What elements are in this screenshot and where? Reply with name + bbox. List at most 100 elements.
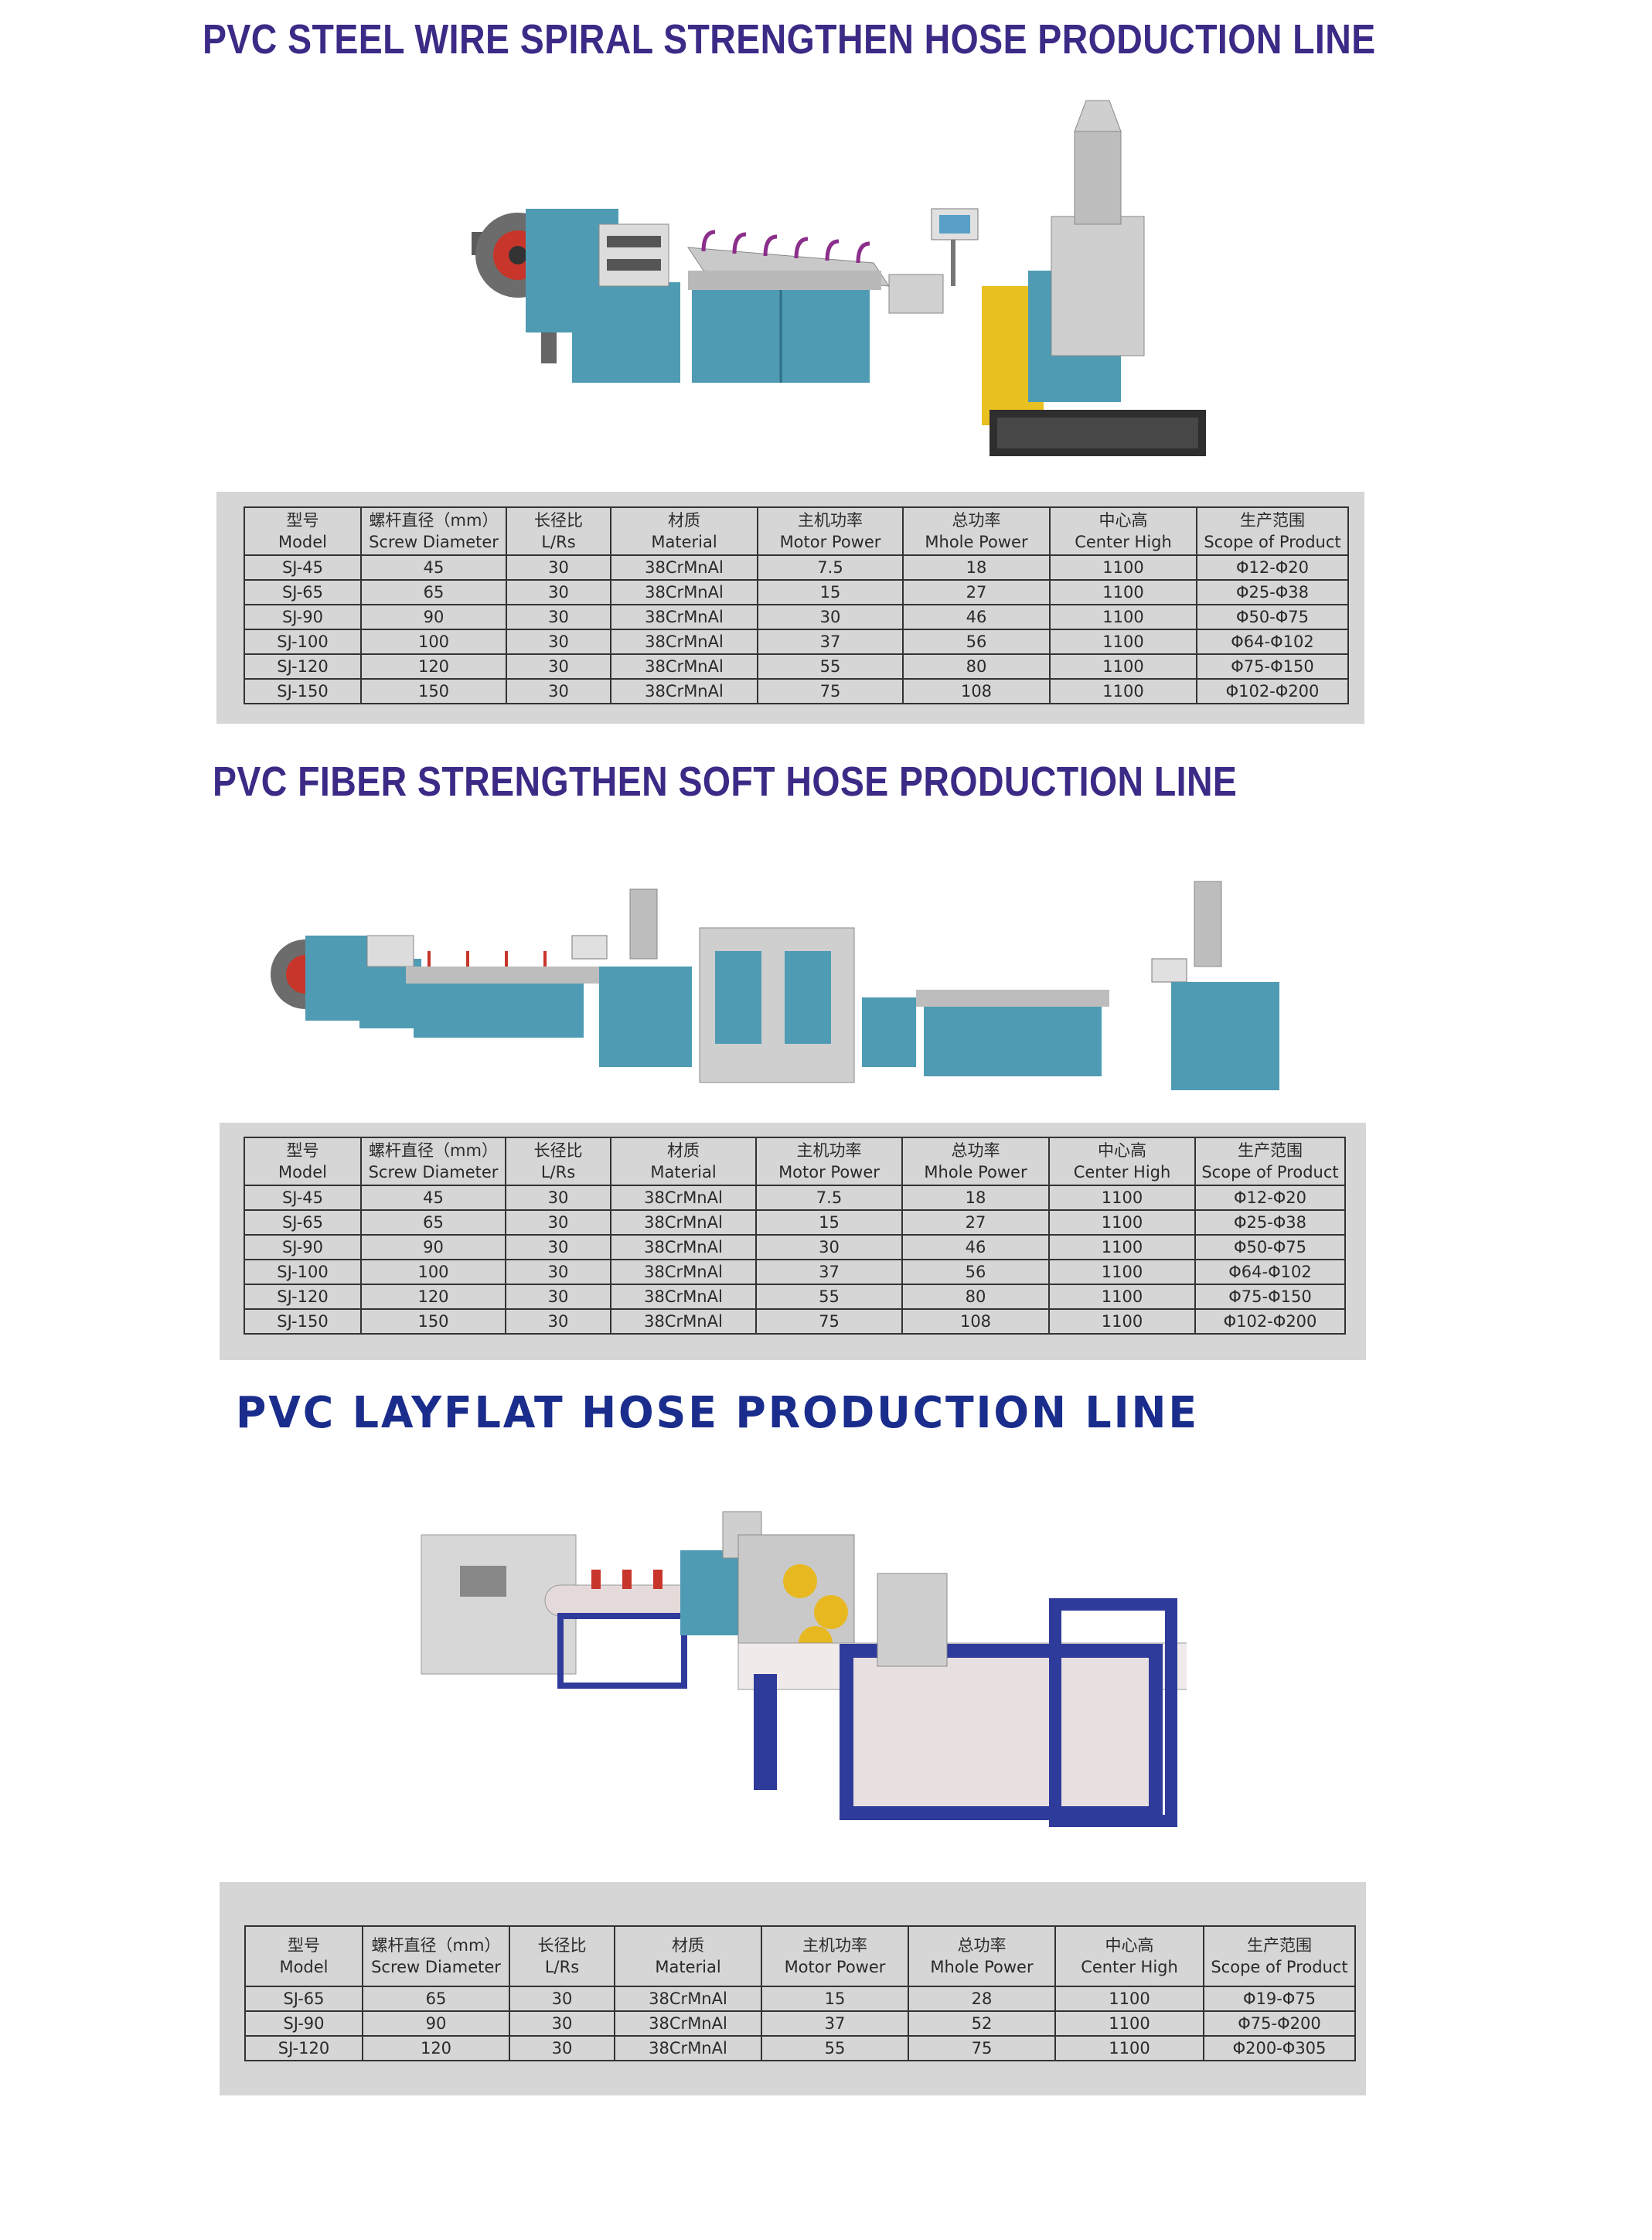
- header-label-en: Screw Diameter: [369, 533, 499, 551]
- table-cell: 1100: [1054, 1986, 1204, 2012]
- table-cell: SJ-150: [244, 1308, 362, 1335]
- table-cell: 65: [362, 1986, 510, 2012]
- header-label-en: Model: [278, 533, 328, 551]
- col-material: 材质 Material: [610, 506, 758, 556]
- table-cell: 120: [360, 653, 507, 680]
- table-cell: 38CrMnAl: [614, 1986, 762, 2012]
- table-cell: 38CrMnAl: [610, 1284, 757, 1310]
- header-label-en: Screw Diameter: [368, 1163, 499, 1181]
- table-cell: 1100: [1049, 604, 1197, 630]
- table-cell: Φ25-Φ38: [1196, 579, 1349, 605]
- steel-wire-hose-line-photo: [472, 100, 1206, 456]
- table-cell: Φ50-Φ75: [1194, 1234, 1346, 1260]
- header-label-cn: 中心高: [1105, 1936, 1154, 1955]
- header-label-en: Scope of Product: [1201, 1163, 1339, 1181]
- table-cell: 38CrMnAl: [610, 1185, 757, 1211]
- table-cell: 30: [509, 2035, 615, 2061]
- table-cell: Φ75-Φ200: [1203, 2010, 1356, 2037]
- fiber-hose-line-photo: [271, 881, 1279, 1090]
- table-cell: 37: [761, 2010, 909, 2037]
- header-label-cn: 生产范围: [1240, 511, 1305, 530]
- table-cell: SJ-90: [244, 604, 362, 630]
- header-label-en: Motor Power: [778, 1163, 880, 1181]
- table-cell: Φ75-Φ150: [1194, 1284, 1346, 1310]
- table-cell: 120: [360, 1284, 506, 1310]
- table-cell: 30: [755, 1234, 903, 1260]
- table-cell: 38CrMnAl: [610, 1308, 757, 1335]
- table-cell: 27: [901, 1209, 1050, 1236]
- header-label-en: Motor Power: [779, 533, 881, 551]
- header-label-en: L/Rs: [540, 1163, 576, 1181]
- table-cell: 38CrMnAl: [610, 629, 758, 655]
- header-label-cn: 总功率: [957, 1936, 1007, 1955]
- section-3-title: PVC LAYFLAT HOSE PRODUCTION LINE: [236, 1388, 1199, 1438]
- header-label-cn: 主机功率: [798, 511, 863, 530]
- table-cell: 30: [509, 2010, 615, 2037]
- table-cell: Φ102-Φ200: [1194, 1308, 1346, 1335]
- table-cell: 90: [362, 2010, 510, 2037]
- table-cell: 1100: [1048, 1209, 1196, 1236]
- header-label-en: L/Rs: [544, 1958, 580, 1976]
- header-label-cn: 材质: [672, 1936, 704, 1955]
- table-cell: 30: [506, 579, 611, 605]
- table-cell: 90: [360, 604, 507, 630]
- table-cell: SJ-45: [244, 1185, 362, 1211]
- table-cell: SJ-45: [244, 554, 362, 581]
- table-cell: 90: [360, 1234, 506, 1260]
- table-cell: SJ-90: [244, 2010, 363, 2037]
- col-lrs: 长径比 L/Rs: [505, 1137, 611, 1186]
- table-cell: 18: [902, 554, 1051, 581]
- table-cell: SJ-120: [244, 1284, 362, 1310]
- table-cell: 46: [902, 604, 1051, 630]
- header-label-cn: 长径比: [533, 1141, 583, 1160]
- table-cell: 46: [901, 1234, 1050, 1260]
- table-cell: 15: [755, 1209, 903, 1236]
- header-label-cn: 总功率: [951, 1141, 1000, 1160]
- header-label-en: Motor Power: [784, 1958, 886, 1976]
- header-label-cn: 材质: [668, 511, 700, 530]
- table-cell: SJ-120: [244, 2035, 363, 2061]
- table-cell: SJ-100: [244, 629, 362, 655]
- header-label-en: Material: [651, 533, 717, 551]
- table-cell: 120: [362, 2035, 510, 2061]
- table-cell: Φ50-Φ75: [1196, 604, 1349, 630]
- header-label-cn: 螺杆直径（mm）: [369, 511, 499, 530]
- header-label-cn: 型号: [288, 1936, 320, 1955]
- table-cell: 30: [757, 604, 904, 630]
- table-cell: 1100: [1049, 678, 1197, 704]
- table-cell: Φ75-Φ150: [1196, 653, 1349, 680]
- table-cell: 30: [505, 1185, 611, 1211]
- table-cell: Φ64-Φ102: [1194, 1259, 1346, 1285]
- table-cell: 30: [506, 554, 611, 581]
- table-cell: 150: [360, 1308, 506, 1335]
- header-label-en: Model: [279, 1958, 329, 1976]
- header-label-cn: 型号: [286, 511, 319, 530]
- table-cell: 1100: [1049, 579, 1197, 605]
- table-cell: 38CrMnAl: [610, 579, 758, 605]
- table-cell: 56: [901, 1259, 1050, 1285]
- table-cell: Φ12-Φ20: [1194, 1185, 1346, 1211]
- table-cell: 30: [506, 629, 611, 655]
- table-cell: Φ200-Φ305: [1203, 2035, 1356, 2061]
- header-label-en: L/Rs: [541, 533, 576, 551]
- layflat-hose-line-photo: [421, 1511, 1187, 1827]
- table-cell: 38CrMnAl: [610, 1234, 757, 1260]
- table-cell: 30: [506, 653, 611, 680]
- col-motor-power: 主机功率 Motor Power: [757, 506, 904, 556]
- table-cell: 1100: [1049, 653, 1197, 680]
